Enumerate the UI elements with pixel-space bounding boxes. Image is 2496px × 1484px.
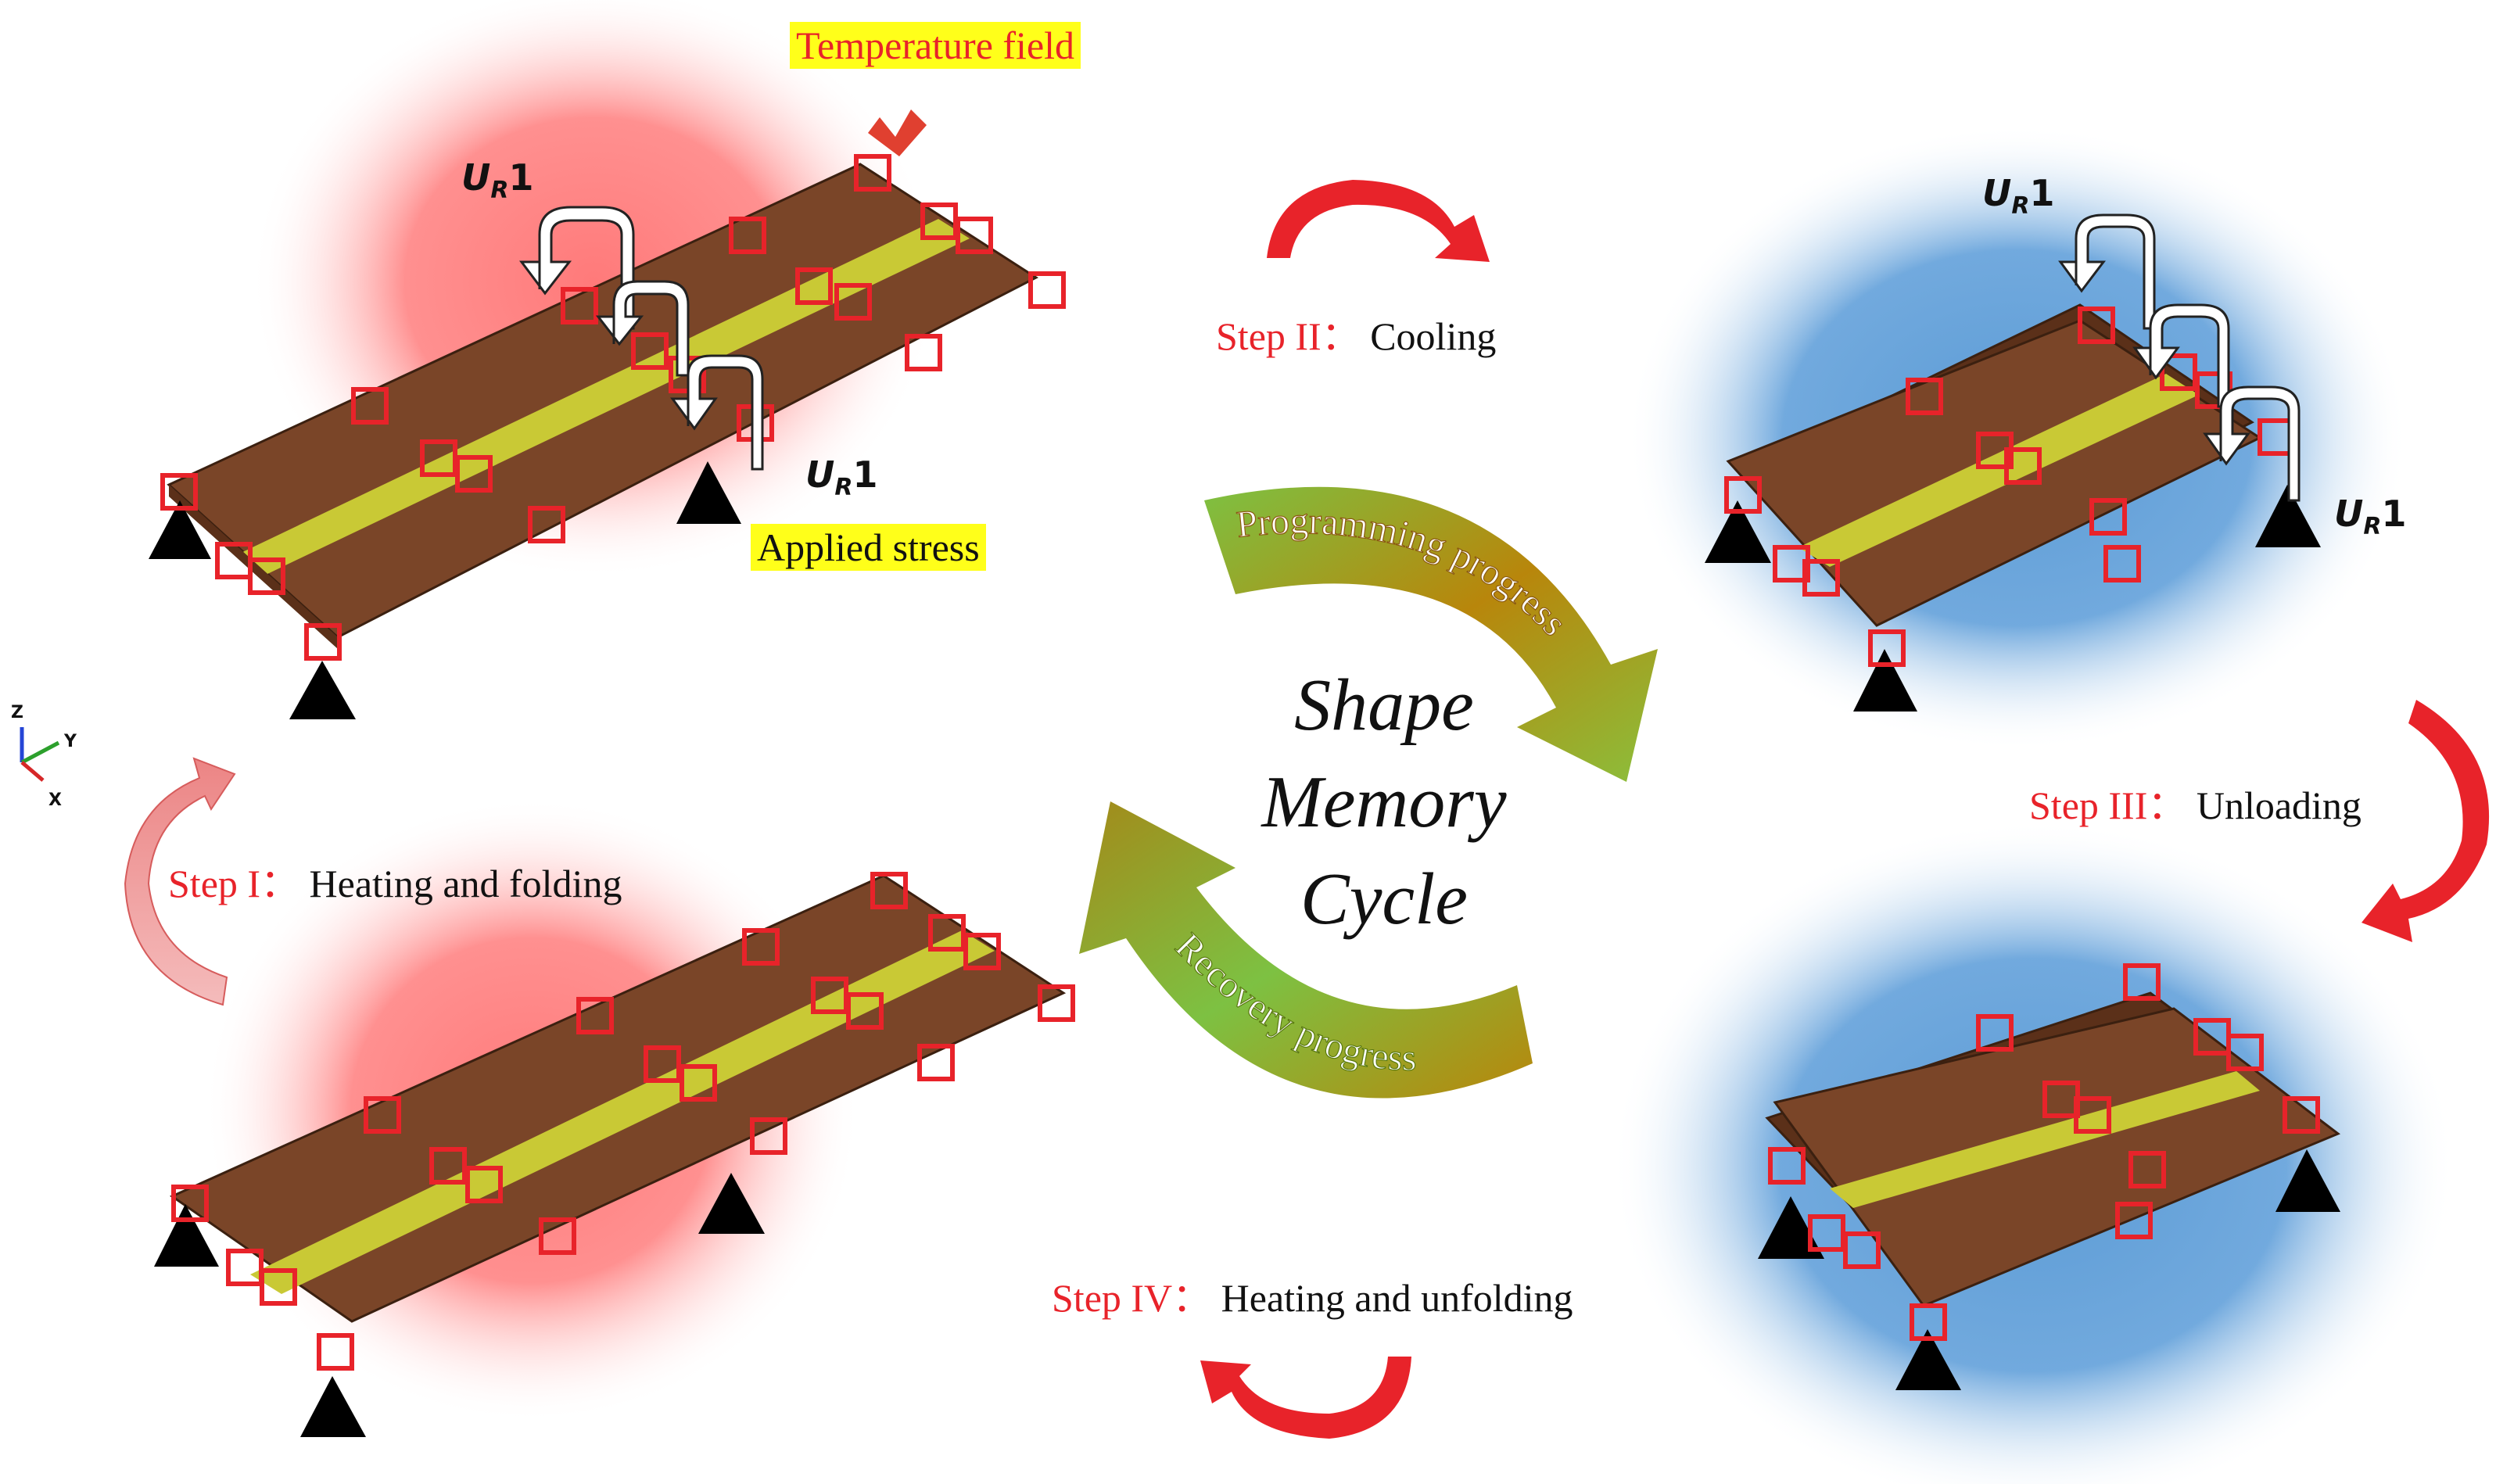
node-markers	[160, 154, 2320, 1371]
plate-top-right	[1726, 303, 2263, 627]
step2-curved-arrow	[1267, 180, 1490, 262]
support-triangles	[149, 461, 2340, 1437]
temperature-field-label: Temperature field	[790, 22, 1081, 69]
step3-label: Step III： Unloading	[2029, 782, 2362, 829]
step2-num: Step II：	[1216, 314, 1361, 358]
step1-text: Heating and folding	[309, 862, 622, 905]
ur1-label-c: UR1	[1982, 172, 2055, 220]
axis-x-label: X	[48, 790, 62, 810]
temperature-arrow	[868, 109, 927, 156]
applied-stress-label: Applied stress	[751, 524, 986, 571]
plate-bottom-left	[169, 874, 1067, 1323]
programming-arc-arrow	[1204, 486, 1658, 782]
title-line-3: Cycle	[1300, 858, 1468, 940]
rotation-arrows-left	[519, 206, 764, 471]
step1-label: Step I： Heating and folding	[168, 860, 622, 907]
step4-label: Step IV： Heating and unfolding	[1052, 1274, 1573, 1321]
plate-bottom-right	[1765, 991, 2340, 1307]
step4-text: Heating and unfolding	[1221, 1276, 1573, 1320]
step4-curved-arrow	[1200, 1357, 1411, 1439]
title-line-1: Shape	[1294, 665, 1474, 746]
ur1-label-a: UR1	[461, 156, 534, 204]
step2-text: Cooling	[1370, 314, 1497, 358]
rotation-arrows-right	[2058, 213, 2301, 502]
title-line-2: Memory	[1261, 762, 1507, 843]
axis-y-label: Y	[63, 732, 77, 751]
axis-z-label: Z	[11, 703, 23, 722]
ur1-label-d: UR1	[2334, 493, 2407, 540]
step1-num: Step I：	[168, 862, 300, 905]
step3-curved-arrow	[2362, 700, 2490, 942]
plate-top-left	[167, 163, 1038, 649]
ur1-label-b: UR1	[805, 453, 878, 501]
step2-label: Step II： Cooling	[1216, 313, 1496, 360]
step3-num: Step III：	[2029, 783, 2187, 827]
recovery-arc-arrow	[1079, 801, 1533, 1099]
step4-num: Step IV：	[1052, 1276, 1212, 1320]
cycle-title: Shape Memory Cycle	[1220, 657, 1548, 948]
step3-text: Unloading	[2196, 783, 2362, 827]
axis-triad: Z Y X	[11, 703, 77, 810]
step1-curved-arrow	[124, 757, 236, 1006]
